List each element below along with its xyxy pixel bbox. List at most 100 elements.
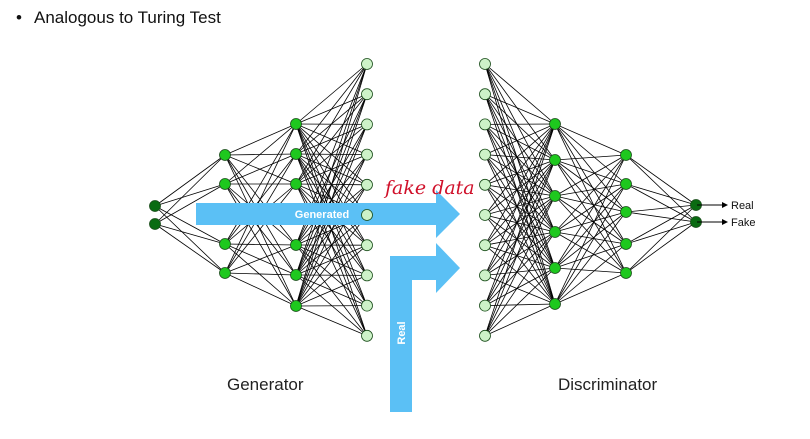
generator-node-layer-4: [361, 299, 373, 312]
generator-node-layer-3: [290, 178, 302, 190]
generated-arrow: [196, 190, 460, 238]
discriminator-edge: [554, 154, 627, 197]
generator-edge: [224, 244, 297, 274]
discriminator-edge: [554, 159, 627, 245]
discriminator-edge: [554, 243, 627, 269]
discriminator-edge: [554, 123, 627, 213]
discriminator-edge: [554, 211, 627, 233]
generator-node-layer-2: [219, 178, 231, 190]
generator-edge: [295, 63, 368, 155]
generator-edge: [224, 154, 297, 307]
output-arrows: [697, 202, 728, 225]
discriminator-edge: [554, 183, 627, 233]
generator-edge: [224, 243, 297, 246]
discriminator-edge: [554, 195, 627, 245]
generator-edge: [224, 123, 297, 185]
generator-node-layer-3: [290, 239, 302, 251]
discriminator-edge: [554, 123, 627, 245]
generator-node-layer-4: [361, 88, 373, 101]
discriminator-edge: [484, 195, 556, 216]
discriminator-edge: [484, 159, 556, 216]
generator-label: Generator: [227, 375, 304, 394]
discriminator-node-layer-3: [620, 178, 632, 190]
discriminator-edge: [484, 231, 556, 276]
discriminator-node-layer-1: [479, 58, 491, 70]
discriminator-edge: [484, 214, 556, 305]
generator-node-layer-4: [361, 269, 373, 282]
discriminator-edge: [554, 231, 627, 274]
discriminator-edge: [554, 267, 627, 274]
generator-node-layer-3: [290, 300, 302, 312]
discriminator-node-layer-3: [620, 149, 632, 161]
generator-edge: [224, 243, 297, 307]
output-real-arrowhead: [722, 202, 728, 208]
discriminator-edge: [484, 159, 556, 306]
generator-edge: [224, 243, 297, 276]
discriminator-edge: [484, 159, 556, 336]
discriminator-edge: [484, 184, 556, 197]
discriminator-edge: [484, 184, 556, 269]
generator-edge: [295, 154, 368, 307]
discriminator-edge: [484, 123, 556, 216]
real-arrow: [390, 243, 460, 412]
generator-node-layer-4: [361, 148, 373, 161]
discriminator-node-layer-1: [479, 239, 491, 252]
discriminator-edge: [625, 221, 697, 245]
discriminator-edge: [625, 154, 697, 223]
generator-edge: [295, 93, 368, 185]
discriminator-edge: [625, 211, 697, 223]
generator-edge: [224, 123, 297, 156]
discriminator-node-layer-3: [620, 238, 632, 250]
generator-node-layer-4: [361, 58, 373, 70]
discriminator-node-layer-2: [549, 226, 561, 238]
generator-node-layer-4: [361, 329, 373, 342]
discriminator-edge: [554, 123, 627, 185]
discriminator-label: Discriminator: [558, 375, 658, 394]
discriminator-edge: [554, 195, 627, 213]
discriminator-edge: [554, 154, 627, 305]
discriminator-edge: [484, 123, 556, 186]
discriminator-edge: [554, 154, 627, 161]
discriminator-edge: [484, 214, 556, 233]
discriminator-edge: [554, 123, 627, 156]
discriminator-node-layer-1: [479, 329, 491, 342]
discriminator-edge: [484, 123, 556, 336]
discriminator-edge: [484, 231, 556, 306]
discriminator-edges: [484, 63, 697, 337]
discriminator-edge: [484, 159, 556, 246]
discriminator-edge: [484, 231, 556, 246]
generator-node-layer-2: [219, 238, 231, 250]
discriminator-edge: [484, 159, 556, 186]
generator-nodes: [149, 58, 373, 342]
discriminator-edge: [484, 195, 556, 306]
generator-node-layer-3: [290, 148, 302, 160]
generator-edge: [295, 305, 368, 337]
discriminator-edge: [484, 93, 556, 125]
discriminator-node-layer-2: [549, 118, 561, 130]
generator-edge: [224, 183, 297, 274]
discriminator-node-layer-3: [620, 267, 632, 279]
discriminator-node-layer-2: [549, 154, 561, 166]
discriminator-edge: [625, 221, 697, 274]
discriminator-edge: [554, 243, 627, 305]
discriminator-node-layer-3: [620, 206, 632, 218]
generator-edge: [295, 63, 368, 125]
generator-edge: [295, 63, 368, 307]
discriminator-edge: [484, 123, 556, 276]
output-fake-arrowhead: [722, 219, 728, 225]
generator-edges: [154, 63, 368, 337]
discriminator-edge: [484, 244, 556, 305]
discriminator-edge: [484, 195, 556, 246]
generator-edge: [224, 123, 297, 274]
output-real-label: Real: [731, 200, 754, 212]
discriminator-node-layer-1: [479, 269, 491, 282]
discriminator-edge: [484, 231, 556, 337]
generator-node-layer-1: [149, 200, 161, 212]
discriminator-nodes: [479, 58, 702, 342]
generator-node-layer-3: [290, 269, 302, 281]
discriminator-node-layer-1: [479, 209, 491, 221]
discriminator-edge: [625, 154, 697, 206]
discriminator-edge: [554, 272, 627, 305]
discriminator-edge: [554, 154, 627, 233]
